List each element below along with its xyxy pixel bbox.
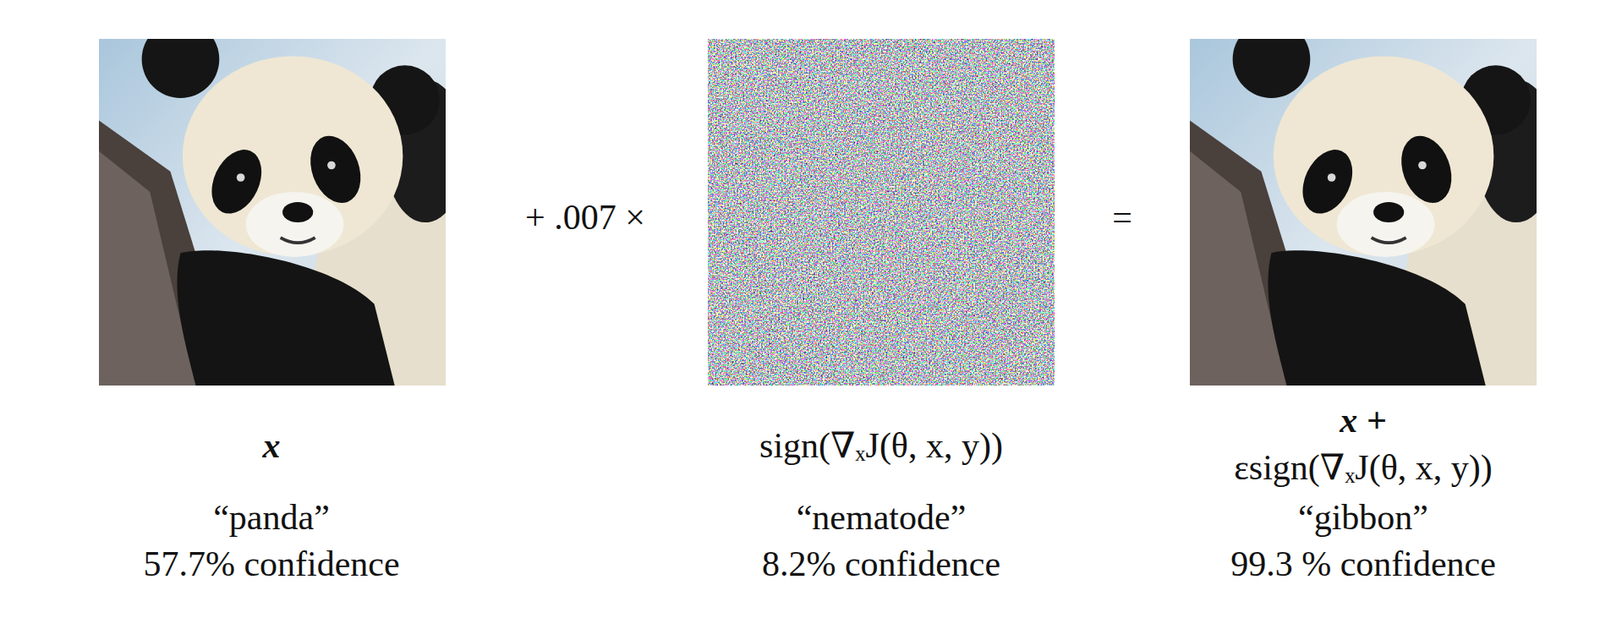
variable: x	[263, 426, 281, 466]
adversarial-photo	[1189, 38, 1537, 386]
operator: + .007 ×	[525, 197, 646, 237]
class-label: “panda”	[213, 498, 330, 537]
confidence: 8.2% confidence	[761, 544, 1001, 584]
confidence: 57.7% confidence	[142, 544, 400, 584]
formula: εsign(∇ₓJ(θ, x, y))	[1233, 448, 1493, 488]
class-label: “gibbon”	[1298, 498, 1429, 537]
operator: =	[1112, 197, 1133, 237]
formula: sign(∇ₓJ(θ, x, y))	[759, 426, 1003, 466]
class-label: “nematode”	[796, 498, 967, 537]
noise-image	[707, 38, 1055, 386]
confidence: 99.3 % confidence	[1230, 544, 1496, 584]
panda-photo	[98, 38, 446, 386]
formula: x +	[1339, 400, 1387, 440]
